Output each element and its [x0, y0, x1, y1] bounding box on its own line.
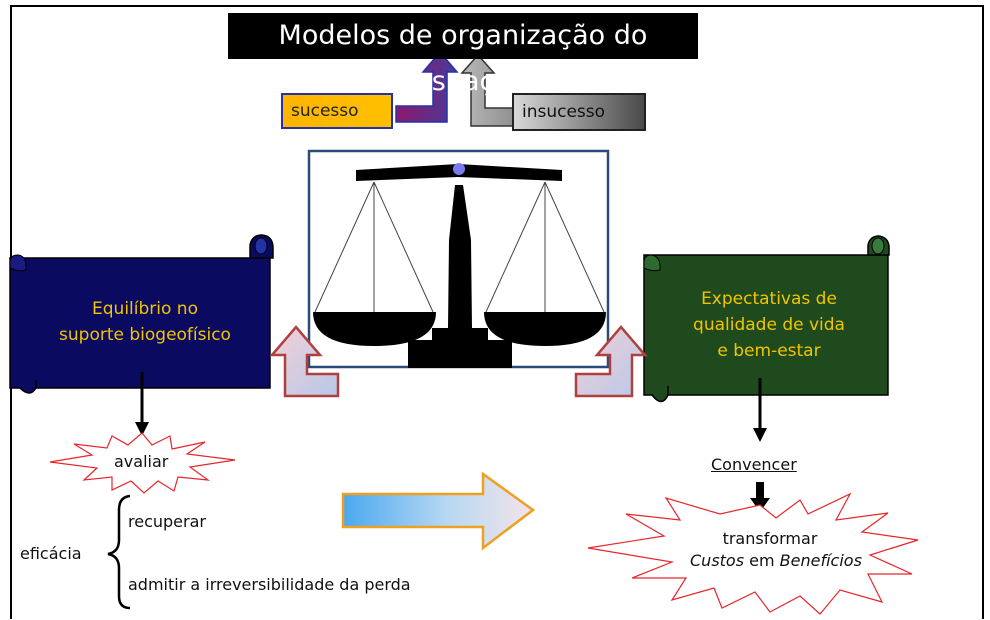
recover-label: recuperar: [128, 512, 206, 531]
right-scroll-line3: e bem-estar: [717, 341, 821, 361]
failure-arrow: [460, 53, 515, 127]
left-scroll-line2: suporte biogeofísico: [59, 325, 231, 345]
em-word: em: [744, 551, 780, 570]
transform-burst: [587, 492, 919, 615]
right-scroll-line2: qualidade de vida: [693, 315, 845, 335]
custos-word: Custos: [690, 551, 745, 570]
right-up-arrow: [574, 325, 648, 398]
left-scroll-line1: Equilíbrio no: [92, 299, 198, 319]
down-arrow-left: [135, 372, 149, 436]
left-up-arrow: [269, 325, 340, 398]
efficacy-label: eficácia: [20, 544, 82, 563]
left-scroll-text: Equilíbrio no suporte biogeofísico: [40, 296, 250, 348]
evaluate-burst: [49, 432, 236, 494]
efficacy-brace: [107, 494, 131, 610]
big-right-arrow: [341, 471, 536, 551]
right-scroll-text: Expectativas de qualidade de vida e bem-…: [664, 286, 874, 364]
beneficios-word: Benefícios: [779, 551, 862, 570]
transform-line1: transformar: [722, 529, 818, 548]
convince-label: Convencer: [711, 455, 797, 474]
success-arrow: [395, 50, 459, 123]
evaluate-label: avaliar: [114, 452, 169, 471]
transform-text: transformar Custos em Benefícios: [690, 528, 862, 572]
right-scroll-line1: Expectativas de: [701, 289, 837, 309]
left-scroll-shape: [9, 234, 274, 394]
down-arrow-right: [753, 378, 767, 442]
right-scroll-shape: [643, 235, 890, 403]
diagram-title: Modelos de organização do espaço: [228, 13, 698, 97]
balance-scale-icon: [313, 163, 606, 368]
admit-label: admitir a irreversibilidade da perda: [128, 575, 411, 594]
success-box: sucesso: [281, 93, 393, 129]
failure-box: insucesso: [512, 93, 646, 131]
transform-line2: Custos em Benefícios: [690, 550, 862, 572]
